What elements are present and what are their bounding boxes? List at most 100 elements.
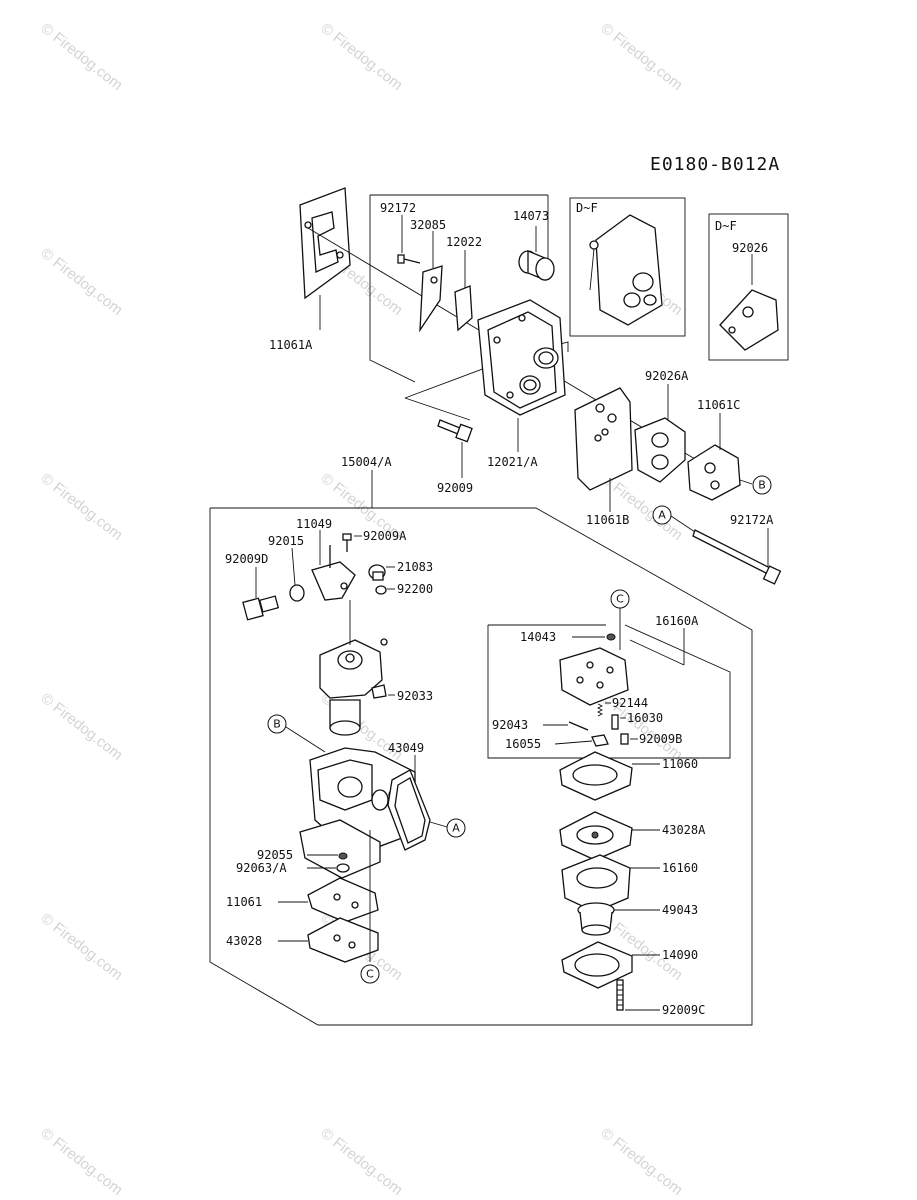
part-label: 92009D [225, 552, 268, 566]
callout-c-lower: C [360, 964, 380, 984]
callout-a-upper: A [652, 505, 672, 525]
watermark: © Firedog.com [598, 20, 686, 94]
diaphragm-43028a [559, 811, 633, 861]
watermark: © Firedog.com [38, 20, 126, 94]
part-label: 16030 [627, 711, 663, 725]
screw-92009b [620, 733, 629, 745]
pump-cover-16160 [561, 854, 631, 913]
inset-d-f-left: D~F [569, 197, 686, 337]
gasket-43049 [387, 769, 431, 851]
screw-92009c [616, 979, 624, 1011]
svg-text:C: C [616, 593, 624, 606]
part-92063a [336, 863, 350, 873]
plate-32085 [419, 265, 443, 333]
gasket-11061 [307, 877, 379, 923]
part-label: 16160A [655, 614, 699, 628]
part-label: 92172A [730, 513, 774, 527]
part-label: 11061B [586, 513, 629, 527]
part-label: 14043 [520, 630, 556, 644]
diagram-code: E0180-B012A [650, 154, 780, 175]
gasket-12022 [454, 285, 473, 332]
bolt-92009 [437, 419, 473, 443]
pump-body-16160a [559, 647, 629, 706]
svg-text:C: C [366, 968, 374, 981]
lever-11049 [311, 545, 356, 601]
pin-92043 [568, 721, 589, 731]
svg-text:A: A [658, 509, 666, 522]
part-label: 12021/A [487, 455, 538, 469]
insulator-12021a [477, 299, 566, 416]
watermark-layer: © Firedog.com © Firedog.com © Firedog.co… [38, 20, 686, 1199]
callout-a-lower: A [446, 818, 466, 838]
diaphragm-43028 [307, 917, 379, 963]
part-label: 11061C [697, 398, 740, 412]
part-label: 92055 [257, 848, 293, 862]
throttle-body-upper [319, 600, 388, 736]
part-label: 16160 [662, 861, 698, 875]
watermark: © Firedog.com [38, 245, 126, 319]
callout-b-lower: B [267, 714, 287, 734]
inset-label: D~F [715, 219, 737, 233]
part-label: 11060 [662, 757, 698, 771]
bolt-92172a [692, 529, 782, 585]
part-label: 43028A [662, 823, 706, 837]
o-ring-92200 [375, 585, 387, 595]
svg-text:B: B [273, 718, 281, 731]
part-label: 14073 [513, 209, 549, 223]
watermark: © Firedog.com [598, 1125, 686, 1199]
part-label: 92009A [363, 529, 407, 543]
watermark: © Firedog.com [318, 1125, 406, 1199]
gasket-11061a [299, 187, 351, 300]
spacer-92026a [634, 417, 686, 483]
part-label: 11061 [226, 895, 262, 909]
part-label: 11049 [296, 517, 332, 531]
part-label: 92015 [268, 534, 304, 548]
part-label: 92026 [732, 241, 768, 255]
lever-16055 [591, 734, 609, 747]
part-92055 [338, 852, 348, 860]
svg-text:B: B [758, 479, 766, 492]
washer-92015 [289, 584, 305, 602]
callout-c-upper: C [610, 589, 630, 609]
part-16030 [611, 714, 619, 730]
part-label: 14090 [662, 948, 698, 962]
part-label: 11061A [269, 338, 313, 352]
watermark: © Firedog.com [598, 470, 686, 544]
part-label: 16055 [505, 737, 541, 751]
spring-92144 [596, 703, 604, 717]
part-label: 49043 [662, 903, 698, 917]
part-21083 [368, 564, 386, 581]
part-label: 43028 [226, 934, 262, 948]
part-label: 92009B [639, 732, 682, 746]
part-14073 [518, 250, 555, 281]
cup-49043 [577, 902, 615, 936]
watermark: © Firedog.com [38, 910, 126, 984]
gasket-11060 [559, 751, 633, 801]
watermark: © Firedog.com [318, 20, 406, 94]
clip-92033 [371, 684, 387, 699]
part-label: 92172 [380, 201, 416, 215]
svg-text:A: A [452, 822, 460, 835]
watermark: © Firedog.com [38, 690, 126, 764]
gasket-11061c [687, 444, 741, 501]
carburetor-body [299, 747, 416, 879]
screw-92009a [342, 533, 352, 552]
gasket-11061b [574, 387, 633, 491]
part-label: 32085 [410, 218, 446, 232]
part-labels: 92172 32085 12022 14073 92026 11061A 120… [225, 201, 774, 1017]
callout-b-upper: B [752, 475, 772, 495]
part-label: 43049 [388, 741, 424, 755]
part-label: 12022 [446, 235, 482, 249]
part-label: 92026A [645, 369, 689, 383]
part-label: 15004/A [341, 455, 392, 469]
part-label: 92200 [397, 582, 433, 596]
screw-92009d [242, 595, 280, 621]
watermark: © Firedog.com [38, 1125, 126, 1199]
part-14043 [606, 633, 616, 641]
part-label: 92144 [612, 696, 648, 710]
screw-92172 [397, 254, 421, 264]
cover-14090 [561, 941, 633, 989]
part-label: 92009 [437, 481, 473, 495]
